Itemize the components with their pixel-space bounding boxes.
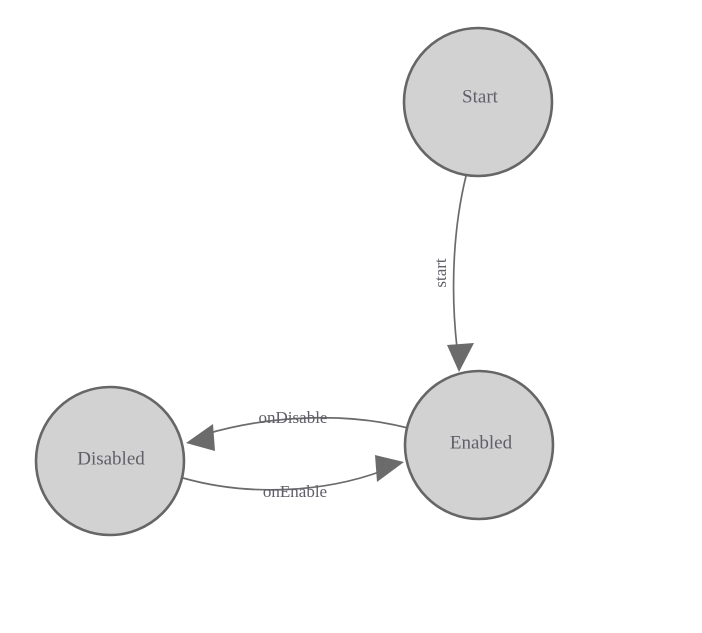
node-start-label: Start [462, 86, 499, 107]
edge-start-to-enabled-path [452, 175, 467, 349]
edge-disabled-to-enabled-arrowhead [375, 455, 404, 482]
edge-disabled-to-enabled[interactable]: onEnable [182, 455, 404, 501]
edge-start-to-enabled-arrowhead [447, 343, 474, 372]
edge-enabled-to-disabled-label: onDisable [259, 408, 328, 427]
node-disabled-circle [34, 385, 186, 537]
edge-start-to-enabled-label: start [431, 258, 450, 288]
node-disabled-label: Disabled [77, 448, 145, 469]
edge-disabled-to-enabled-label: onEnable [263, 482, 327, 501]
edge-enabled-to-disabled[interactable]: onDisable [186, 408, 409, 451]
node-start[interactable]: Start [402, 26, 554, 178]
edge-enabled-to-disabled-path [205, 416, 409, 435]
node-enabled[interactable]: Enabled [403, 369, 555, 521]
node-enabled-circle [403, 369, 555, 521]
edge-enabled-to-disabled-arrowhead [186, 424, 215, 451]
node-disabled[interactable]: Disabled [34, 385, 186, 537]
edge-start-to-enabled[interactable]: start [431, 175, 474, 372]
node-start-circle [402, 26, 554, 178]
edge-disabled-to-enabled-path [182, 470, 383, 491]
node-enabled-label: Enabled [450, 432, 513, 453]
